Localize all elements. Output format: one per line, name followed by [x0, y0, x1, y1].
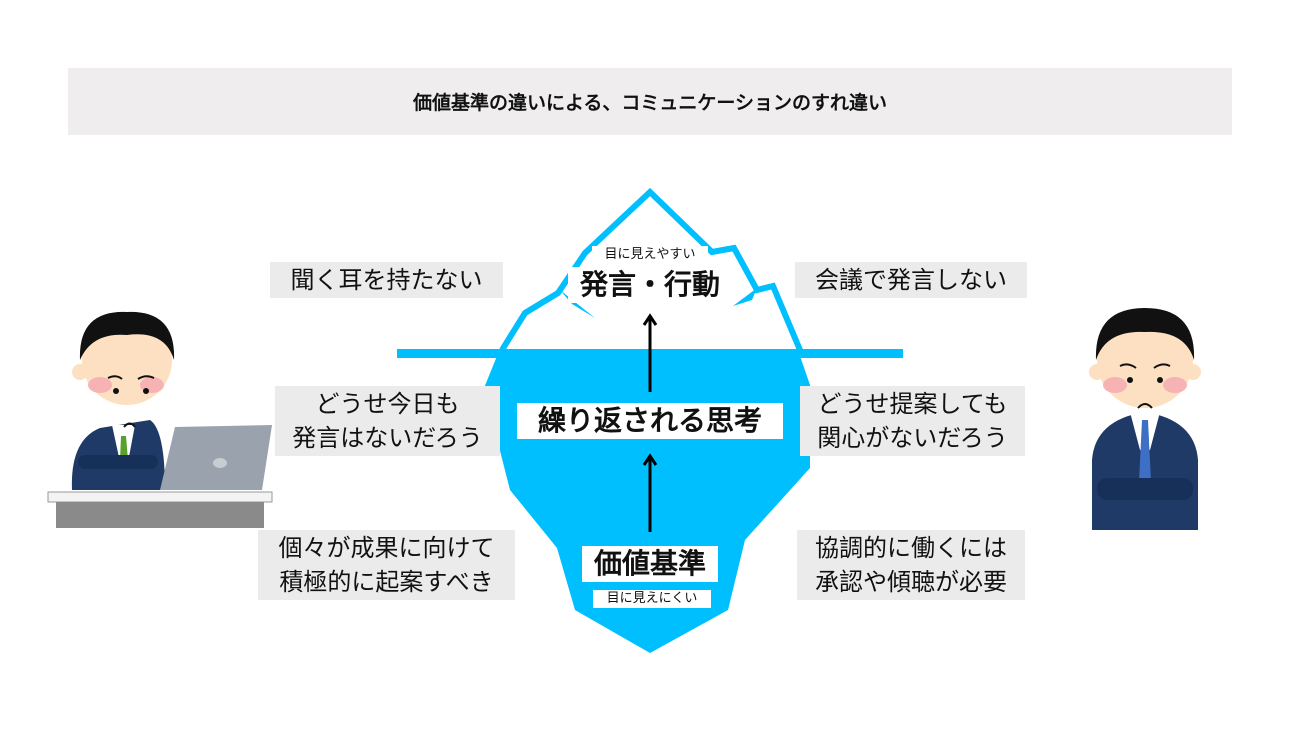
label-line: 協調的に働くには [815, 534, 1007, 562]
thought-label: 繰り返される思考 [517, 403, 783, 439]
label-line: 承認や傾聴が必要 [815, 568, 1007, 596]
diagram-title: 価値基準の違いによる、コミュニケーションのすれ違い [68, 68, 1232, 135]
label-line: 聞く耳を持たない [290, 266, 483, 294]
label-line: どうせ今日も [315, 390, 460, 418]
label-line: 個々が成果に向けて [278, 534, 495, 562]
left-label-values: 個々が成果に向けて 積極的に起案すべき [258, 530, 515, 600]
label-line: 会議で発言しない [815, 266, 1007, 294]
right-label-thought: どうせ提案しても 関心がないだろう [800, 386, 1025, 456]
arrow-up-bottom [642, 453, 658, 532]
left-label-behavior: 聞く耳を持たない [270, 262, 503, 298]
arrow-up-top [642, 313, 658, 392]
right-person-illustration [1089, 308, 1201, 530]
label-line: 関心がないだろう [817, 424, 1008, 452]
iceberg-tip [499, 187, 803, 352]
right-label-behavior: 会議で発言しない [795, 262, 1027, 298]
values-label: 価値基準 [582, 546, 718, 582]
label-line: どうせ提案しても [817, 390, 1008, 418]
right-label-values: 協調的に働くには 承認や傾聴が必要 [797, 530, 1025, 600]
label-line: 発言はないだろう [292, 424, 483, 452]
label-line: 積極的に起案すべき [279, 568, 494, 596]
iceberg-spike-right [733, 288, 757, 306]
left-label-thought: どうせ今日も 発言はないだろう [275, 386, 500, 456]
left-person-illustration [47, 311, 273, 528]
behavior-label: 発言・行動 [568, 267, 732, 303]
iceberg-underwater [484, 356, 810, 653]
hidden-caption: 目に見えにくい [593, 590, 711, 608]
visible-caption: 目に見えやすい [592, 246, 708, 264]
